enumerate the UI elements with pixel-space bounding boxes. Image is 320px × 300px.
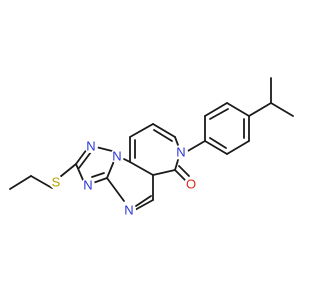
bond-ch2-s [30, 175, 53, 189]
atom-label-n5: N [176, 145, 185, 160]
atom-label-layer: S N N N N N O [49, 139, 198, 218]
atom-label-n1: N [86, 139, 95, 154]
bond-n4-c5-double [135, 195, 152, 207]
bond-c12-n5 [174, 136, 179, 146]
atom-label-n4: N [124, 203, 133, 218]
bond-ch-me1 [270, 102, 294, 117]
bond-c10-c11 [129, 123, 154, 138]
bond-ar2-ar3 [204, 102, 228, 117]
bond-c3a-n4 [106, 177, 125, 202]
bond-c6-o [174, 169, 186, 181]
atom-s: S [49, 175, 63, 190]
atom-label-o: O [186, 177, 196, 192]
bond-c2-n1-double [78, 151, 92, 169]
atom-o-carbonyl: O [184, 177, 198, 192]
bond-ch3-ch2 [9, 175, 32, 190]
bond-n1-n2 [95, 146, 113, 152]
molecule-structure-diagram: S N N N N N O [9, 77, 294, 218]
bond-c3a-n3 [92, 177, 108, 184]
bond-ar6-ar1-double [209, 137, 227, 149]
atom-n1-triazole: N [84, 139, 98, 154]
bond-c4a-c9a [129, 161, 154, 176]
atom-n4-pyrimidine: N [122, 203, 136, 218]
bond-n5-c6 [174, 159, 179, 171]
bond-ar4-ch [248, 102, 272, 117]
bond-n3-c2 [75, 163, 84, 181]
bond-ar2-ar3-double [209, 108, 229, 120]
atom-label-s: S [52, 175, 61, 190]
bond-layer [9, 77, 294, 212]
bond-n4-c5 [132, 199, 154, 212]
bond-n5-aryl [185, 140, 206, 153]
bond-ar5-ar6 [226, 140, 250, 155]
atom-label-n3: N [83, 178, 92, 193]
atom-n2-bridgehead: N [110, 149, 124, 164]
bond-c11-c12-double [153, 129, 173, 142]
bond-c3a-n3-double [91, 172, 105, 178]
bond-s-c2 [59, 163, 77, 178]
atom-label-n2: N [112, 149, 121, 164]
bond-n2-c3a [106, 160, 115, 179]
bond-c2-n1 [75, 148, 88, 165]
bond-ar3-ar4 [226, 102, 250, 117]
bond-c6-c4a [152, 169, 176, 176]
atom-n5-pyridinone: N [174, 145, 188, 160]
bond-ar6-ar1 [204, 140, 228, 155]
atom-n3-triazole: N [81, 178, 95, 193]
bond-c11-c12 [152, 123, 176, 138]
bond-c6-o-double [178, 165, 190, 177]
